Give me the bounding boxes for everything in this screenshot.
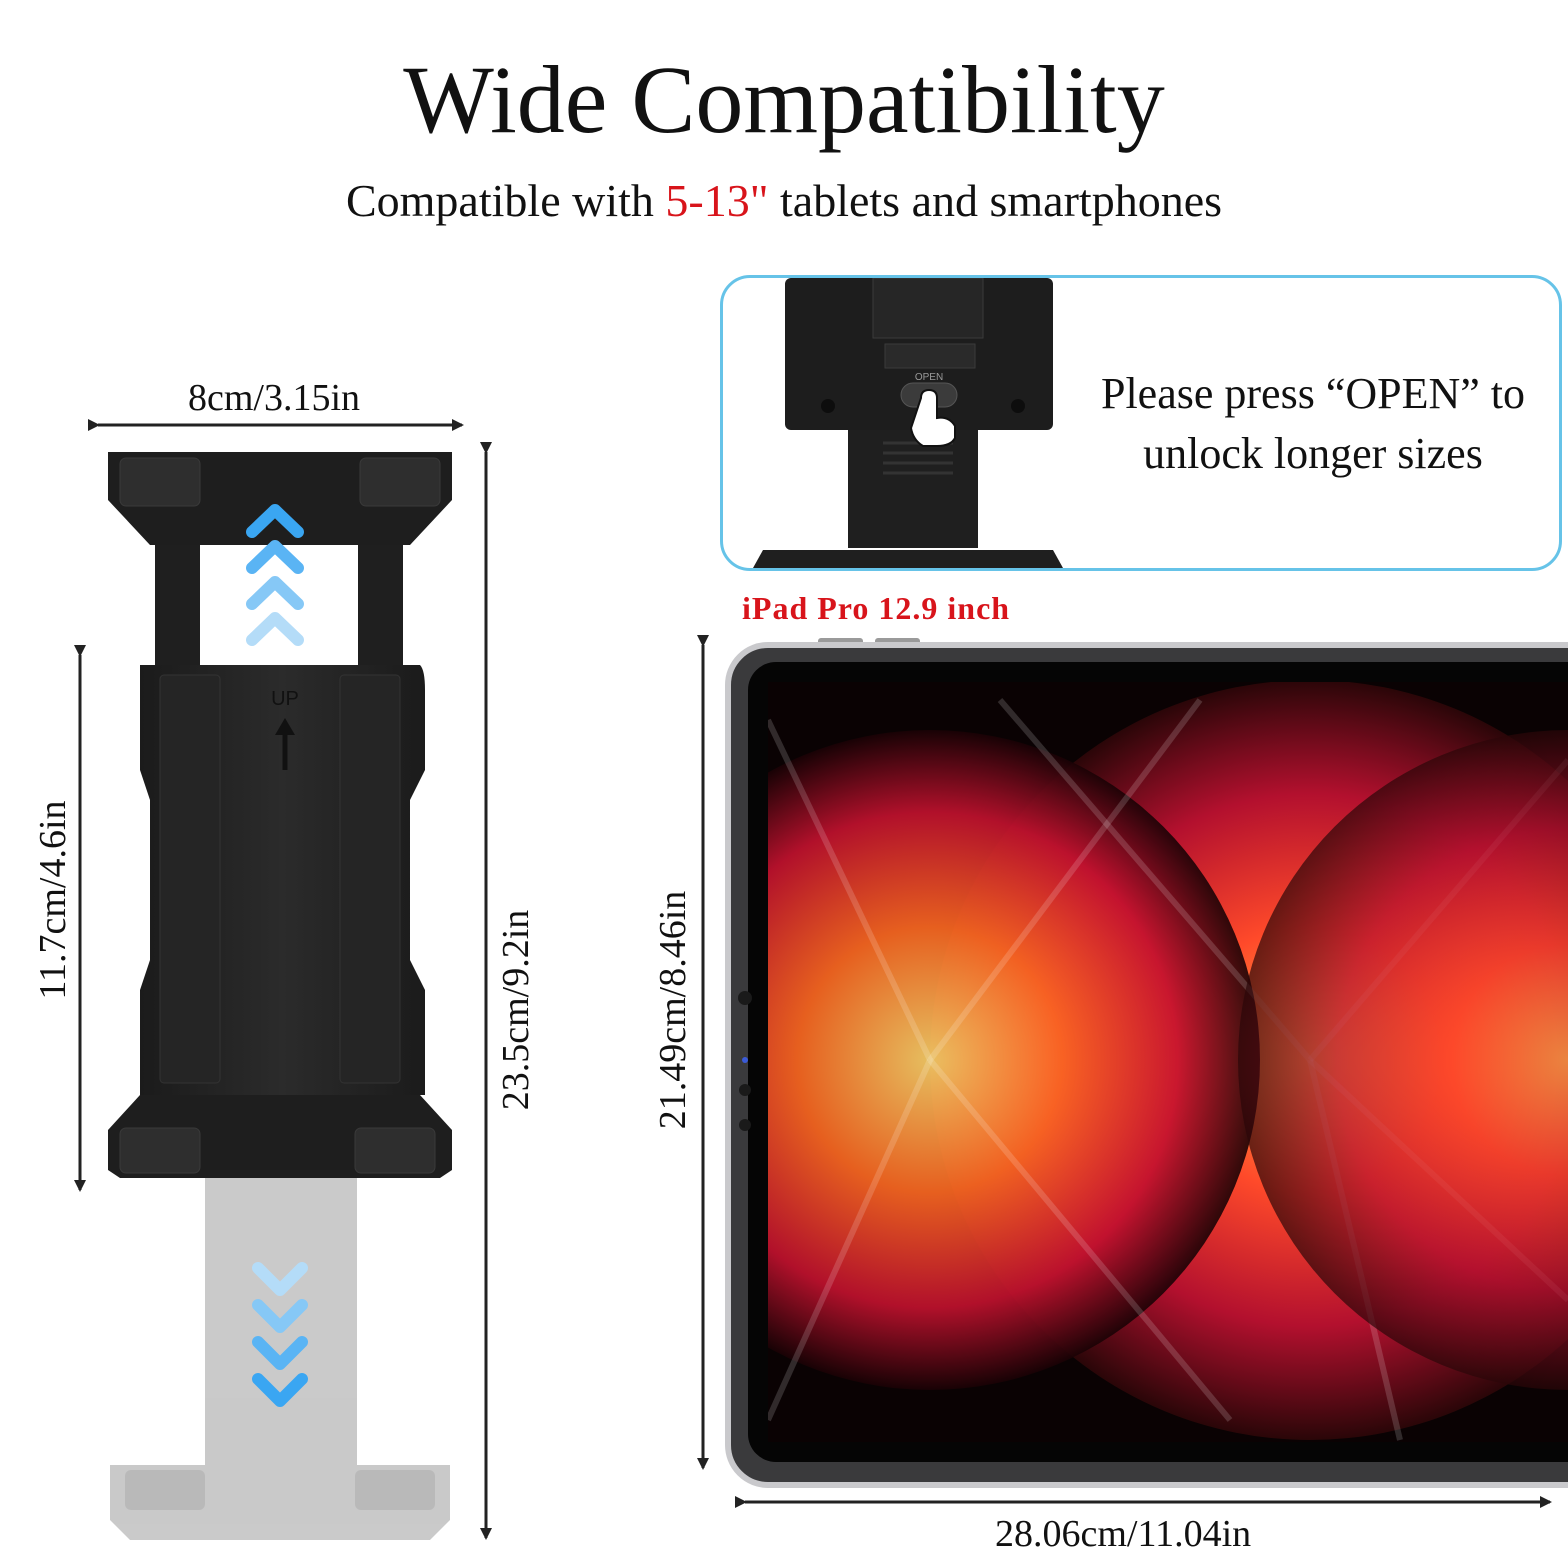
holder-illustration: UP [74,419,492,1540]
holder-min-height-label: 11.7cm/4.6in [32,800,74,1000]
open-button-illustration: OPEN [753,278,1063,568]
size-range-highlight: 5-13" [665,175,769,226]
callout-text: Please press “OPEN” to unlock longer siz… [1063,364,1559,484]
ipad-illustration [697,635,1568,1508]
ipad-height-label: 21.49cm/8.46in [652,890,694,1130]
open-button-callout: OPEN Please press “OPEN” to unlock longe… [720,275,1562,571]
holder-width-label: 8cm/3.15in [188,377,361,419]
subtitle-prefix: Compatible with [345,175,666,226]
ipad-width-label: 28.06cm/11.04in [995,1513,1252,1555]
open-button-label: OPEN [915,372,943,383]
holder-max-height-label: 23.5cm/9.2in [495,909,537,1111]
down-chevron-icons [252,1262,308,1407]
holder-bottom-clamp [108,1095,452,1178]
callout-line-1: Please press “OPEN” to [1100,369,1525,418]
holder-top-clamp [108,452,452,665]
up-chevron-icons [246,504,304,646]
ipad-wallpaper [768,682,1568,1441]
subtitle-suffix: tablets and smartphones [768,175,1223,226]
page-title: Wide Compatibility [403,46,1165,153]
callout-line-2: unlock longer sizes [1143,429,1483,478]
hand-pointer-icon [909,388,956,447]
holder-main-body [140,665,425,1095]
ipad-model-label: iPad Pro 12.9 inch [742,590,1011,626]
page-subtitle: Compatible with 5-13" tablets and smartp… [0,172,1568,230]
up-label: UP [271,688,299,710]
